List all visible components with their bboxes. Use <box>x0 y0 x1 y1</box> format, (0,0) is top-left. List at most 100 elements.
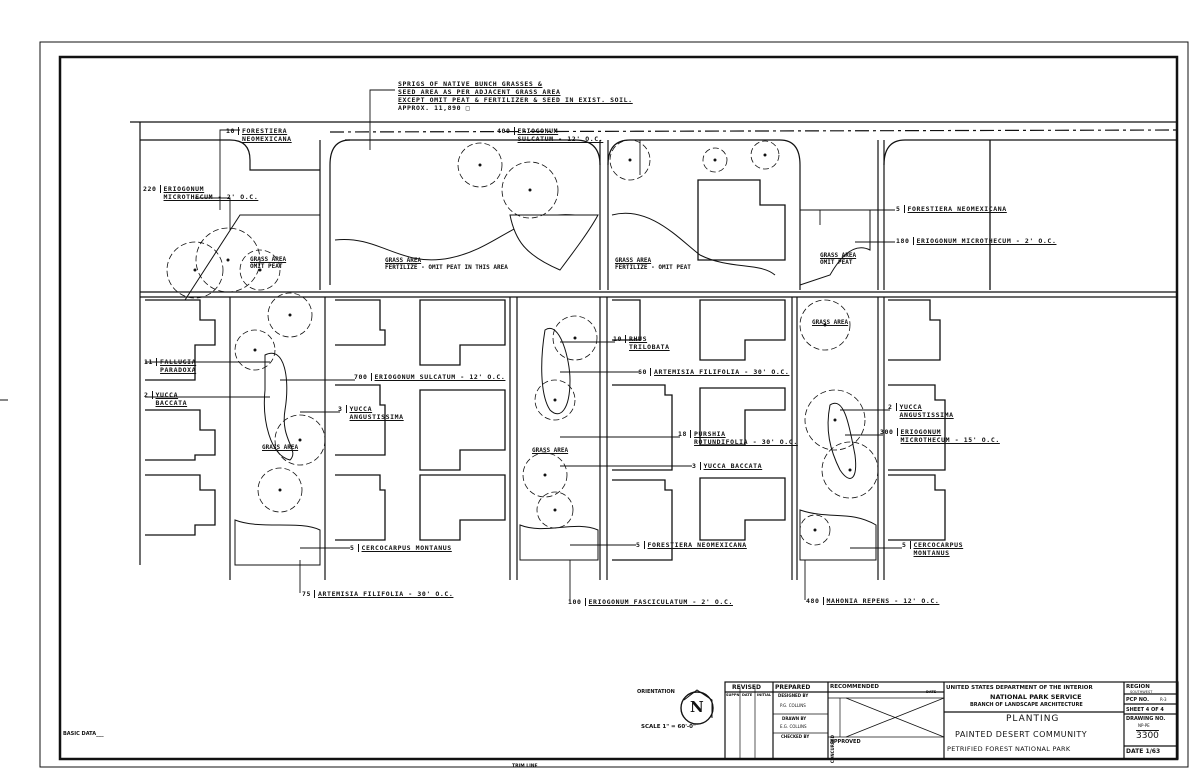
plant-name: MICROTHECUM - 2' O.C. <box>163 193 259 201</box>
tree-center <box>278 488 282 492</box>
building-outline <box>145 474 216 536</box>
tree-center <box>226 258 230 262</box>
tree-canopy <box>257 467 303 513</box>
grass-area-title: GRASS AREA <box>262 444 299 451</box>
tree-canopy <box>239 249 281 291</box>
tree-canopy <box>804 389 866 451</box>
grass-area-note: FERTILIZE - OMIT PEAT <box>615 264 691 271</box>
tree-center <box>253 348 257 352</box>
drafter-name: E.G. COLLINS <box>780 724 807 729</box>
building-outline <box>145 409 216 461</box>
building-outline <box>699 299 786 361</box>
orientation-label: ORIENTATION <box>637 689 675 695</box>
plant-name: ERIOGONUM FASCICULATUM - 2' O.C. <box>588 598 733 606</box>
date-label: DATE <box>926 690 937 694</box>
plant-name: YUCCA <box>899 403 923 411</box>
tree-center <box>288 313 292 317</box>
plant-quantity: 5 <box>896 205 905 213</box>
plant-quantity: 3 <box>692 462 701 470</box>
building-outline <box>697 179 786 261</box>
grass-area-note: FERTILIZE - OMIT PEAT IN THIS AREA <box>385 264 508 271</box>
approved-label: APPROVED <box>830 739 861 745</box>
sheet-number: SHEET 4 OF 4 <box>1126 707 1164 713</box>
tree-center <box>193 268 197 272</box>
plant-name: ERIOGONUM <box>517 127 559 135</box>
plant-name: ANGUSTISSIMA <box>349 413 404 421</box>
drawing-prefix: NP-PE <box>1138 723 1150 728</box>
building-outline <box>419 474 506 541</box>
plant-name: ARTEMISIA FILIFOLIA - 30' O.C. <box>654 368 790 376</box>
plant-quantity: 400 <box>497 127 515 135</box>
plant-quantity: 2 <box>888 403 897 411</box>
building-outline <box>888 384 946 471</box>
tree-canopy <box>195 227 261 293</box>
plant-name: FORESTIERA NEOMEXICANA <box>907 205 1007 213</box>
drawing-no-label: DRAWING NO. <box>1126 716 1166 722</box>
plant-name: MICROTHECUM - 15' O.C. <box>900 436 1000 444</box>
date-value: DATE 1/63 <box>1126 748 1161 755</box>
tree-canopy <box>274 414 326 466</box>
plant-name: FALLUGIA <box>160 358 197 366</box>
plant-quantity: 220 <box>143 185 161 193</box>
tree-center <box>258 268 262 272</box>
plant-quantity: 3 <box>338 405 347 413</box>
grass-area-note: OMIT PEAT <box>820 259 853 266</box>
building-footprints <box>145 140 991 561</box>
plant-quantity: 100 <box>568 598 586 606</box>
revised-col: DATE <box>742 693 753 697</box>
north-letter: N <box>690 698 704 716</box>
plant-quantity: 180 <box>896 237 914 245</box>
building-outline <box>335 384 386 456</box>
plant-quantity: 10 <box>226 127 240 135</box>
scale-label: SCALE 1" = 60'-0" <box>641 724 696 730</box>
building-outline <box>419 299 506 366</box>
planting-beds <box>234 327 877 566</box>
tree-center <box>823 323 827 327</box>
sheet-inner-border <box>58 55 1179 761</box>
plant-name: ERIOGONUM SULCATUM - 12' O.C. <box>374 373 506 381</box>
leader-lines <box>145 89 902 602</box>
grass-area-label: GRASS AREA <box>262 444 298 451</box>
plant-name: PURSHIA <box>694 430 726 438</box>
tree-canopy <box>552 315 598 361</box>
tree-center <box>298 438 302 442</box>
plant-name: MONTANUS <box>913 549 950 557</box>
revised-col: SUPPN <box>726 693 740 697</box>
tree-canopy <box>799 299 851 351</box>
plant-name: CERCOCARPUS <box>913 541 964 549</box>
sheet-outer-border <box>39 41 1189 768</box>
tree-canopy <box>522 452 568 498</box>
building-outline <box>419 389 506 471</box>
plant-name: YUCCA BACCATA <box>703 462 763 470</box>
grass-area-title: GRASS AREA <box>820 252 857 259</box>
tree-canopy <box>821 441 879 499</box>
service: NATIONAL PARK SERVICE <box>990 693 1082 701</box>
building-outline <box>699 387 786 446</box>
note-line: SPRIGS OF NATIVE BUNCH GRASSES & <box>398 80 543 88</box>
plant-name: ERIOGONUM <box>900 428 942 436</box>
basic-data-label: BASIC DATA___ <box>63 731 104 737</box>
tree-canopy <box>501 161 559 219</box>
building-outline <box>888 299 941 361</box>
tree-center <box>478 163 482 167</box>
plant-quantity: 10 <box>613 335 627 343</box>
building-outline <box>612 384 673 471</box>
plant-quantity: 11 <box>144 358 158 366</box>
tree-canopy <box>750 140 780 170</box>
grass-area-note: OMIT PEAT <box>250 263 283 270</box>
